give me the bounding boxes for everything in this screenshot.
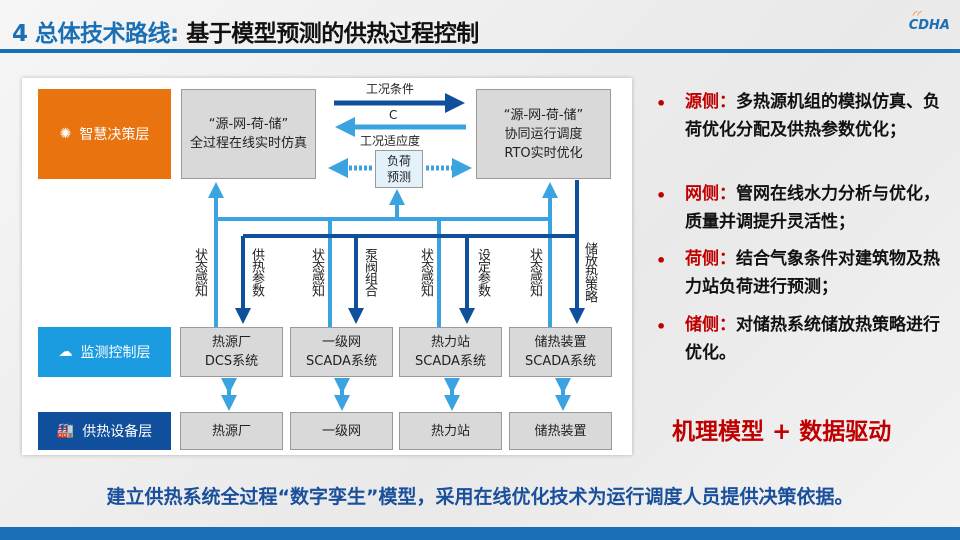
layer-decision: ✺ 智慧决策层 [38,89,171,179]
layer-equipment: 🏭 供热设备层 [38,412,171,450]
conditions-label: 工况条件 [366,82,415,96]
slogan: 机理模型 + 数据驱动 [672,419,892,445]
vlabel-setpoints: 设定参数 [475,248,490,296]
footer-bar [0,527,960,540]
bullet-text: 多热源机组的模拟仿真、负荷优化分配及供热参数优化； [685,92,940,140]
rto-line2: 协同运行调度 [504,126,583,142]
bullet-key: 网侧： [685,184,736,204]
layer-decision-label: 智慧决策层 [79,127,150,143]
bullet-network: 网侧：管网在线水力分析与优化，质量并调提升灵活性； [685,181,955,236]
bullet-text: 结合气象条件对建筑物及热力站负荷进行预测； [685,249,940,297]
equipment-box-storage: 储热装置 [509,412,612,450]
bullet-storage: 储侧：对储热系统储放热策略进行优化。 [685,312,955,367]
summary-text: 建立供热系统全过程“数字孪生”模型，采用在线优化技术为运行调度人员提供决策依据。 [106,486,854,508]
adaptability-label: 工况适应度 [360,134,421,148]
layer-monitor-label: 监测控制层 [80,345,151,361]
vlabel-state: 状态感知 [309,248,324,296]
vlabel-state: 状态感知 [418,248,433,296]
rto-line3: RTO实时优化 [504,145,583,161]
monitor-box-storage: 储热装置 SCADA系统 [509,327,612,377]
bullet-icon: • [656,251,667,270]
vlabel-state: 状态感知 [192,248,207,296]
header-divider [0,49,960,53]
equipment-box-substation: 热力站 [399,412,502,450]
box-line1: 热力站 [430,335,470,350]
simulation-box: “源-网-荷-储” 全过程在线实时仿真 [181,89,316,179]
forecast-line1: 负荷 [386,154,411,168]
vlabel-heat-params: 供热参数 [249,248,264,296]
bullet-icon: • [656,186,667,205]
c-label: C [389,108,398,122]
monitor-box-substation: 热力站 SCADA系统 [399,327,502,377]
bullet-text: 对储热系统储放热策略进行优化。 [685,315,940,363]
vlabel-pump-valve: 泵阀组合 [362,248,377,296]
rto-box: “源-网-荷-储” 协同运行调度 RTO实时优化 [476,89,611,179]
cdha-logo: ◜◜CDHA [908,8,950,33]
box-line2: SCADA系统 [415,354,486,369]
bullet-load: 荷侧：结合气象条件对建筑物及热力站负荷进行预测； [685,246,955,301]
bullet-text: 管网在线水力分析与优化，质量并调提升灵活性； [685,184,940,232]
rto-line1: “源-网-荷-储” [503,107,584,123]
bullet-key: 储侧： [685,315,736,335]
sim-line2: 全过程在线实时仿真 [189,136,307,151]
cloud-gauge-icon: ☁ [58,344,73,360]
bullet-icon: • [656,94,667,113]
state-sensing-bus [208,182,558,327]
vlabel-storage-strategy: 储放热策略 [582,242,597,302]
bullet-key: 荷侧： [685,249,736,269]
vlabel-state: 状态感知 [527,248,542,296]
layer-equipment-label: 供热设备层 [82,424,153,440]
sim-line1: “源-网-荷-储” [208,117,289,132]
monitor-box-primary-network: 一级网 SCADA系统 [290,327,393,377]
signal-arc-icon: ◜◜ [912,8,923,22]
control-bus [235,180,585,324]
factory-icon: 🏭 [56,423,75,439]
bullet-key: 源侧： [685,92,736,112]
bullet-icon: • [656,317,667,336]
brain-icon: ✺ [59,126,72,142]
forecast-line2: 预测 [386,170,411,184]
load-forecast-box: 负荷预测 [375,150,423,188]
box-line1: 热源厂 [211,335,251,350]
logo-text: DHA [918,18,950,33]
box-line1: 一级网 [321,335,361,350]
box-line1: 储热装置 [534,335,587,350]
equipment-box-primary-network: 一级网 [290,412,393,450]
title-prefix: 4 总体技术路线: [12,21,179,47]
box-line2: SCADA系统 [525,354,596,369]
equipment-box-heat-source: 热源厂 [180,412,283,450]
title-main: 基于模型预测的供热过程控制 [186,21,479,47]
io-arrows [221,378,571,411]
layer-monitor: ☁ 监测控制层 [38,327,171,377]
box-line2: DCS系统 [204,354,259,369]
monitor-box-heat-source: 热源厂 DCS系统 [180,327,283,377]
box-line2: SCADA系统 [306,354,377,369]
page-title: 4 总体技术路线: 基于模型预测的供热过程控制 [12,14,479,48]
bullet-source: 源侧：多热源机组的模拟仿真、负荷优化分配及供热参数优化； [685,89,955,144]
